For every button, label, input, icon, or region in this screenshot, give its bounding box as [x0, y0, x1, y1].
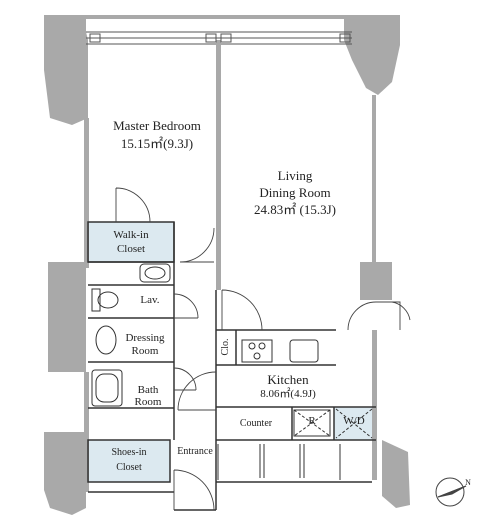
kitchen-area: 8.06㎡(4.9J) — [260, 388, 316, 400]
shoes-in-closet-fill — [88, 440, 170, 482]
shoes-in-closet-line2: Closet — [116, 462, 142, 473]
interior-walls — [87, 221, 376, 511]
living-dining-area: 24.83㎡ (15.3J) — [254, 202, 336, 217]
shoes-in-closet-line1: Shoes-in — [111, 447, 147, 458]
washer-dryer-label: W/D — [343, 415, 365, 427]
kitchen-name: Kitchen — [267, 372, 309, 387]
closet-label: Clo. — [220, 338, 231, 356]
dressing-room-line2: Room — [131, 345, 159, 357]
walk-in-closet-fill — [88, 222, 174, 262]
master-bedroom-name: Master Bedroom — [113, 118, 201, 133]
master-bedroom-area: 15.15㎡(9.3J) — [120, 136, 194, 151]
entrance-label: Entrance — [177, 446, 213, 457]
living-name: Living — [277, 168, 313, 183]
walk-in-closet-line1: Walk-in — [113, 229, 149, 241]
counter-label: Counter — [239, 418, 273, 429]
compass-icon — [435, 477, 467, 507]
fridge-box — [293, 409, 331, 437]
kitchen-sink — [289, 339, 319, 363]
sink-basin — [139, 263, 171, 283]
dining-room-name: Dining Room — [259, 185, 331, 200]
bath-room-line1: Bath — [137, 384, 159, 396]
walk-in-closet-line2: Closet — [116, 243, 146, 255]
fixtures — [91, 263, 373, 439]
stove — [241, 339, 273, 363]
compass-label: N — [465, 478, 471, 487]
structural-walls — [44, 15, 410, 515]
dressing-room-line1: Dressing — [125, 332, 165, 344]
refrigerator-label: R — [308, 415, 316, 427]
window-lines — [86, 31, 352, 45]
bathtub — [91, 369, 123, 407]
lavatory-label: Lav. — [140, 294, 160, 306]
toilet-bowl — [97, 291, 119, 309]
vanity-sink — [95, 325, 117, 355]
bath-room-line2: Room — [134, 396, 162, 408]
storage-units — [217, 444, 341, 480]
toilet-tank — [91, 288, 101, 312]
doors — [115, 187, 411, 511]
